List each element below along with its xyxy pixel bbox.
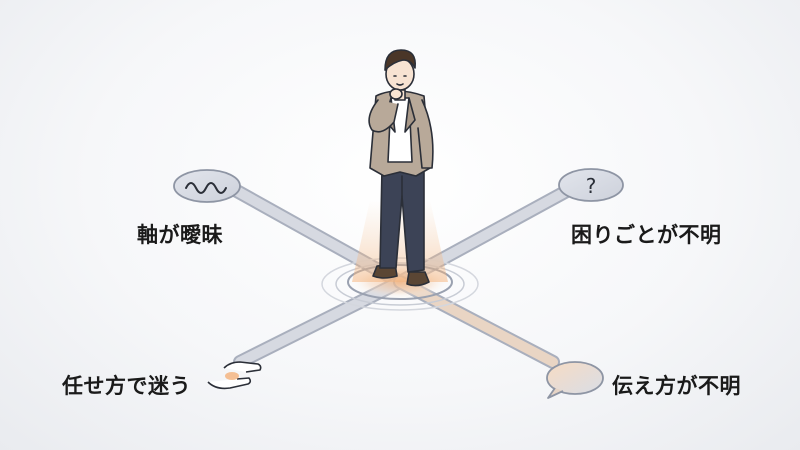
question-mark-glyph: ? [586,174,597,198]
handover-hands-icon [207,361,262,390]
spokes [228,183,572,369]
question-mark-icon: ? [558,168,624,202]
label-axis-ambiguous: 軸が曖昧 [137,223,223,247]
thinking-person-figure [368,49,434,287]
wave-icon [173,169,241,203]
label-delegation-unsure: 任せ方で迷う [62,374,191,398]
speech-bubble-icon [546,361,604,399]
label-problems-unclear: 困りごとが不明 [571,223,722,247]
label-communication-unclear: 伝え方が不明 [612,374,741,398]
